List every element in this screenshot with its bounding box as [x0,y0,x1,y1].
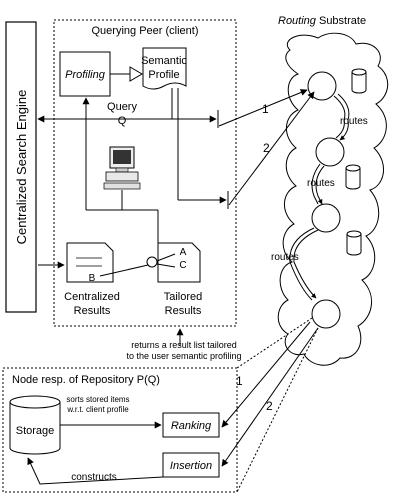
lower-path-2 [221,327,319,467]
centralized-doc-b: B [89,273,96,284]
routing-substrate-title: Routing Substrate [278,15,366,27]
query-label-line2: Q [118,115,127,127]
insertion-label: Insertion [170,460,212,472]
route-1 [333,93,350,141]
routes-label-2: routes [307,178,335,189]
centralized-results-doc [66,242,114,283]
tailored-results-doc [157,242,201,283]
return-note-line2: to the user semantic profiling [126,351,241,361]
lower-path-2-label: 2 [266,399,273,413]
client-box-title: Querying Peer (client) [92,25,199,37]
node-box [2,367,238,493]
semantic-profile-doc [142,47,187,90]
tailored-doc-c: C [179,260,186,271]
semantic-profile-line2: Profile [148,69,179,81]
lower-path-1-label: 1 [236,374,243,388]
ranking-box [162,412,220,438]
route-3 [289,227,319,301]
upper-path-1-label: 1 [262,102,269,116]
route-2 [311,163,325,205]
database-icon [351,68,367,94]
upper-path-2 [228,91,315,206]
tailored-results-line2: Results [165,305,202,317]
profiling-label: Profiling [65,69,106,81]
tailored-results-line1: Tailored [164,291,203,303]
ranking-label: Ranking [171,420,212,432]
constructs-label: constructs [71,472,117,483]
peer-node-2 [315,137,345,167]
return-note-line1: returns a result list tailored [131,340,237,350]
generates-arrow-icon [129,66,143,82]
search-engine-label: Centralized Search Engine [14,90,29,245]
insertion-to-storage-arrow [27,457,164,485]
semantic-profile-line1: Semantic [141,55,187,67]
sorts-note-line2: w.r.t. client profile [66,405,129,414]
merge-node [146,256,158,268]
lower-path-1 [221,321,311,428]
peer-node-4 [311,299,341,329]
centralized-results-line1: Centralized [64,291,120,303]
centralized-results-line2: Results [74,305,111,317]
database-icon [345,164,361,190]
node-box-title: Node resp. of Repository P(Q) [12,374,160,386]
tailored-doc-a: A [180,247,187,258]
query-label-line1: Query [107,101,137,113]
peer-node-1 [307,71,337,101]
computer-icon [103,146,141,190]
sorts-note-line1: sorts stored items [66,395,129,404]
storage-cylinder [9,395,61,455]
delegation-line-bottom [236,327,319,493]
peer-node-3 [311,203,341,233]
storage-label: Storage [16,425,55,437]
routes-label-3: routes [271,252,299,263]
routing-cloud [277,32,389,366]
upper-path-1 [218,89,308,127]
profiling-box [59,51,111,97]
insertion-box [162,452,220,478]
search-engine-box [5,21,37,313]
upper-path-2-label: 2 [263,141,270,155]
database-icon [346,230,362,256]
routes-label-1: routes [340,116,368,127]
delegation-line-top [236,317,313,369]
